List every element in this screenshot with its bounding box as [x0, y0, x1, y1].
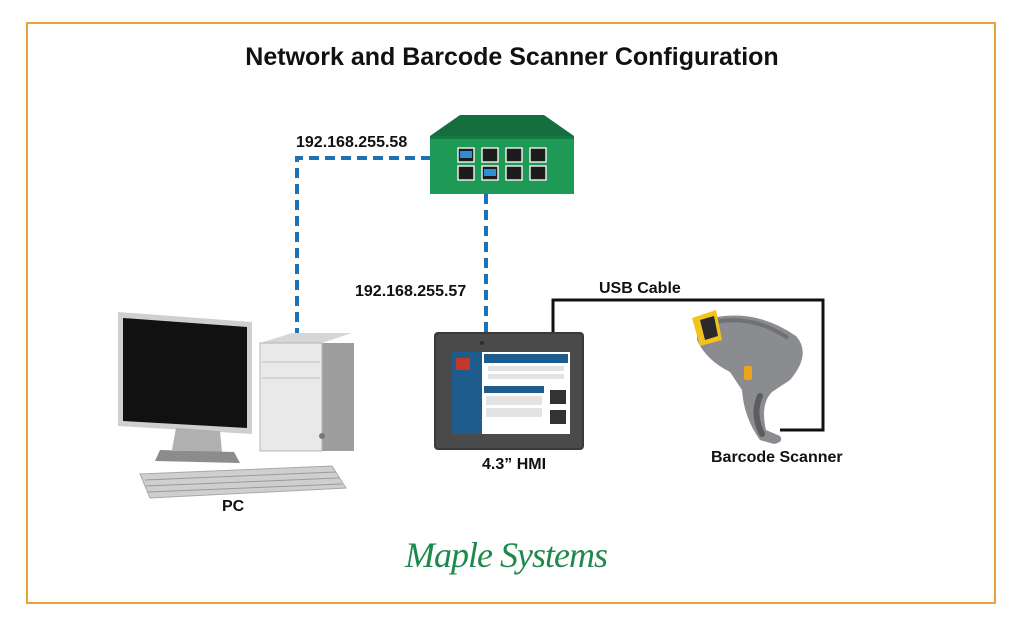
ethernet-switch	[430, 115, 574, 194]
diagram-frame	[26, 22, 996, 604]
pc-illustration	[118, 312, 354, 499]
pc-tower	[259, 333, 354, 452]
maple-systems-logo: Maple Systems	[405, 535, 608, 575]
hmi-label: 4.3” HMI	[482, 456, 547, 473]
hmi-panel	[434, 332, 584, 450]
usb-cable	[551, 298, 825, 432]
switch-ip-label: 192.168.255.58	[296, 134, 408, 151]
diagram-title: Network and Barcode Scanner Configuratio…	[245, 43, 779, 71]
pc-label: PC	[222, 498, 245, 515]
hmi-ip-label: 192.168.255.57	[355, 283, 467, 300]
pc-keyboard	[139, 465, 347, 499]
usb-cable-label: USB Cable	[599, 280, 681, 297]
barcode-scanner-illustration	[692, 310, 803, 444]
pc-ethernet-cable	[295, 156, 463, 338]
pc-monitor	[118, 312, 252, 463]
ethernet-cables	[295, 156, 488, 338]
barcode-scanner-label: Barcode Scanner	[711, 449, 843, 466]
